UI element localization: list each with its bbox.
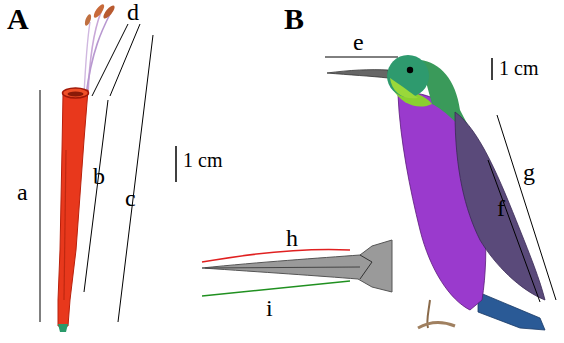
panel-letter: A — [6, 4, 30, 34]
measure-letter: h — [285, 226, 299, 250]
panel-letter: B — [283, 4, 305, 34]
measure-letter: f — [496, 196, 506, 220]
measure-letter: d — [126, 0, 140, 24]
hummingbird-drawing — [325, 55, 545, 330]
scale-label: 1 cm — [498, 58, 539, 78]
measure-letter: b — [92, 164, 106, 188]
scale-label: 1 cm — [182, 150, 223, 170]
measure-letter: i — [265, 296, 274, 320]
measure-letter: c — [124, 186, 137, 210]
measure-letter: g — [522, 160, 536, 184]
flower-drawing — [58, 3, 116, 332]
measure-letter: e — [352, 30, 365, 54]
measure-letter: a — [16, 180, 29, 204]
